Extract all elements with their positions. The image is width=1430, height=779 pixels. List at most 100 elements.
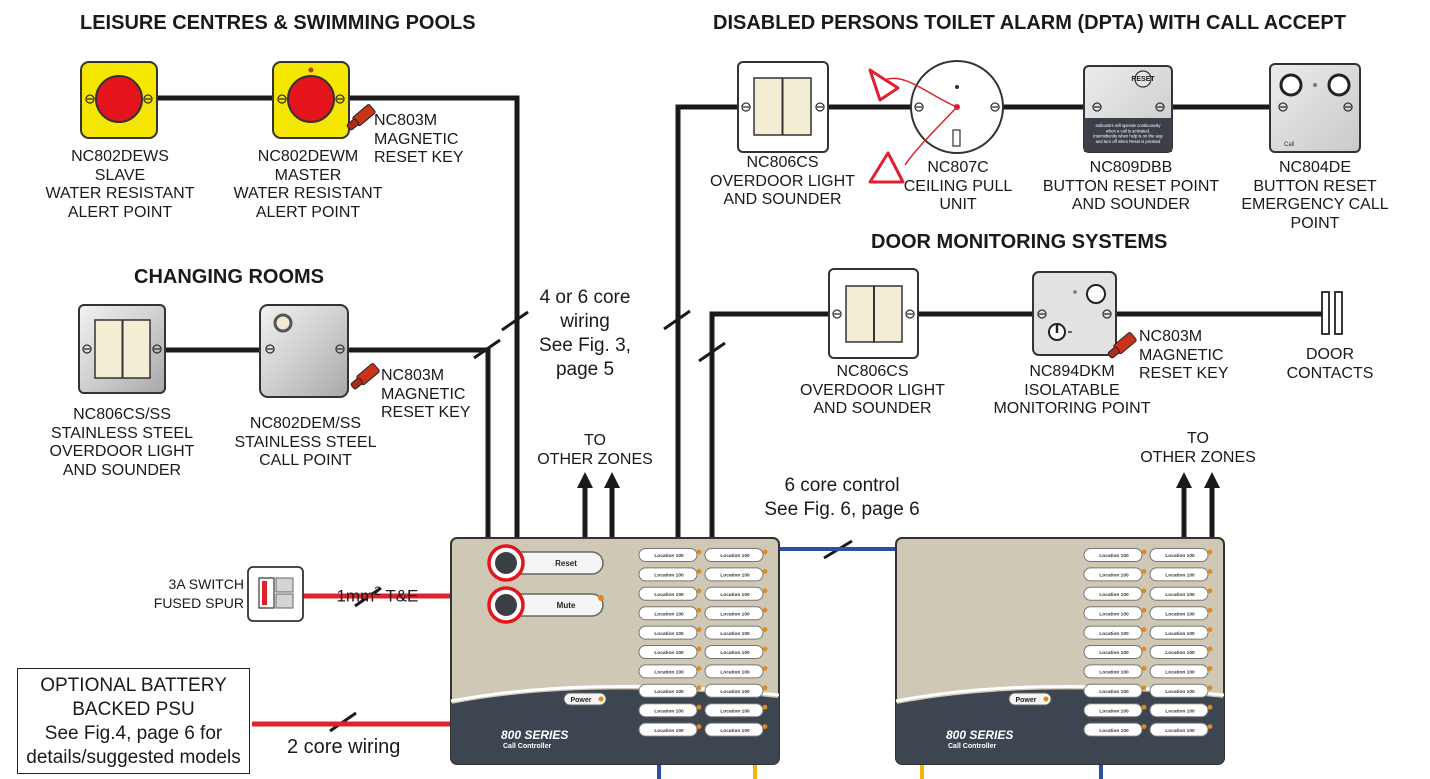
- zone-led-icon: [696, 588, 702, 594]
- location-zone-button[interactable]: Location 100: [1149, 645, 1213, 659]
- location-zone-button[interactable]: Location 100: [1083, 664, 1147, 679]
- zone-led-icon: [1207, 685, 1213, 691]
- location-zone-button[interactable]: Location 100: [638, 645, 702, 659]
- location-zone-button[interactable]: Location 100: [704, 722, 768, 737]
- location-zone-button[interactable]: Location 100: [704, 586, 768, 601]
- heading-door: DOOR MONITORING SYSTEMS: [871, 231, 1168, 253]
- location-zone-button[interactable]: Location 100: [704, 664, 768, 679]
- note-te: 1mm2 T&E: [327, 555, 418, 609]
- nc804de-device: Call: [1269, 63, 1361, 153]
- pull-cord-triangle-top: [868, 68, 900, 102]
- location-zone-button[interactable]: Location 100: [704, 567, 768, 582]
- zone-led-icon: [1141, 627, 1147, 632]
- arrow-zone-4: [1204, 472, 1220, 488]
- location-label: Location 100: [1165, 611, 1195, 617]
- te-main: 1mm: [336, 586, 375, 606]
- location-zone-button[interactable]: Location 100: [638, 683, 702, 698]
- fused-spur-device: [247, 566, 304, 622]
- screw-icon: [1037, 309, 1047, 319]
- label-nc807c: NC807C CEILING PULL UNIT: [903, 159, 1013, 213]
- location-zone-button[interactable]: Location 100: [638, 722, 702, 737]
- location-zone-button[interactable]: Location 100: [1083, 586, 1147, 601]
- location-zone-button[interactable]: Location 100: [638, 567, 702, 582]
- tick-mark: [501, 310, 529, 332]
- wires-yellow: [753, 764, 924, 779]
- wire-zones-right: [1181, 485, 1215, 537]
- location-zone-button[interactable]: Location 100: [638, 586, 702, 601]
- location-zone-button[interactable]: Location 100: [1149, 586, 1213, 601]
- location-zone-button[interactable]: Location 100: [1083, 722, 1147, 737]
- location-zone-button[interactable]: Location 100: [1083, 567, 1147, 582]
- location-zone-button[interactable]: Location 100: [704, 683, 768, 698]
- location-zone-button[interactable]: Location 100: [704, 606, 768, 621]
- location-zone-button[interactable]: Location 100: [638, 606, 702, 621]
- location-label: Location 100: [1165, 592, 1195, 598]
- zone-led-icon: [1207, 569, 1213, 574]
- location-label: Location 100: [1165, 631, 1195, 637]
- location-label: Location 100: [654, 592, 684, 598]
- location-label: Location 100: [720, 592, 750, 598]
- pull-cord: [884, 77, 958, 166]
- location-zone-button[interactable]: Location 100: [1149, 664, 1213, 679]
- location-zone-button[interactable]: Location 100: [704, 625, 768, 640]
- label-nc803m-mid: NC803M MAGNETIC RESET KEY: [381, 367, 471, 421]
- zone-led-icon: [762, 588, 768, 594]
- location-zone-button[interactable]: Location 100: [1083, 606, 1147, 621]
- label-nc806cs-door: NC806CS OVERDOOR LIGHT AND SOUNDER: [800, 363, 945, 417]
- location-zone-button[interactable]: Location 100: [1083, 703, 1147, 718]
- location-zone-button[interactable]: Location 100: [1149, 625, 1213, 640]
- location-zone-button[interactable]: Location 100: [1149, 548, 1213, 562]
- location-zone-button[interactable]: Location 100: [1083, 625, 1147, 640]
- location-label: Location 100: [1099, 670, 1129, 676]
- call-label: Call: [1284, 142, 1294, 148]
- location-zone-button[interactable]: Location 100: [1149, 606, 1213, 621]
- location-zone-button[interactable]: Location 100: [1149, 567, 1213, 582]
- location-label: Location 100: [720, 611, 750, 617]
- mute-led-icon: [598, 595, 604, 601]
- reset-button[interactable]: Reset: [487, 544, 604, 582]
- location-zone-button[interactable]: Location 100: [638, 664, 702, 679]
- location-zone-button[interactable]: Location 100: [704, 548, 768, 562]
- location-zone-button[interactable]: Location 100: [638, 625, 702, 640]
- location-zone-button[interactable]: Location 100: [1083, 645, 1147, 659]
- location-zone-button[interactable]: Location 100: [1149, 703, 1213, 718]
- zone-led-icon: [1207, 549, 1213, 555]
- battery-psu-box: OPTIONAL BATTERY BACKED PSU See Fig.4, p…: [17, 668, 250, 774]
- location-zone-button[interactable]: Location 100: [1149, 722, 1213, 737]
- zone-led-icon: [1141, 549, 1147, 555]
- label-nc802dews: NC802DEWS SLAVE WATER RESISTANT ALERT PO…: [45, 148, 195, 221]
- location-zone-button[interactable]: Location 100: [1149, 683, 1213, 698]
- nc802dewm-device: [272, 61, 350, 139]
- wire-leisure: [157, 95, 520, 540]
- zone-led-icon: [1207, 666, 1213, 671]
- zone-led-icon: [1141, 588, 1147, 594]
- screw-icon: [85, 94, 95, 104]
- location-label: Location 100: [1165, 728, 1195, 734]
- location-zone-button[interactable]: Location 100: [638, 703, 702, 718]
- label-nc804de: NC804DE BUTTON RESET EMERGENCY CALL POIN…: [1241, 159, 1389, 232]
- location-zone-button[interactable]: Location 100: [704, 645, 768, 659]
- location-label: Location 100: [654, 631, 684, 637]
- location-label: Location 100: [1165, 670, 1195, 676]
- zone-led-icon: [762, 704, 768, 710]
- screw-icon: [1155, 102, 1165, 112]
- zone-led-icon: [696, 607, 702, 613]
- location-label: Location 100: [1099, 631, 1129, 637]
- power-led-icon: [598, 696, 604, 702]
- nc807c-device: [868, 60, 1004, 184]
- mute-button[interactable]: Mute: [487, 586, 604, 624]
- series-subtitle: Call Controller: [503, 743, 552, 750]
- location-zone-button[interactable]: Location 100: [1083, 548, 1147, 562]
- zone-led-icon: [696, 627, 702, 632]
- zone-led-icon: [696, 646, 702, 652]
- location-zone-button[interactable]: Location 100: [1083, 683, 1147, 698]
- location-zone-button[interactable]: Location 100: [638, 548, 702, 562]
- location-label: Location 100: [720, 728, 750, 734]
- location-label: Location 100: [1099, 553, 1129, 559]
- reset-badge: RESET: [1131, 76, 1155, 83]
- location-zone-button[interactable]: Location 100: [704, 703, 768, 718]
- tick-mark: [663, 309, 691, 331]
- zone-led-icon: [1141, 685, 1147, 691]
- location-label: Location 100: [720, 553, 750, 559]
